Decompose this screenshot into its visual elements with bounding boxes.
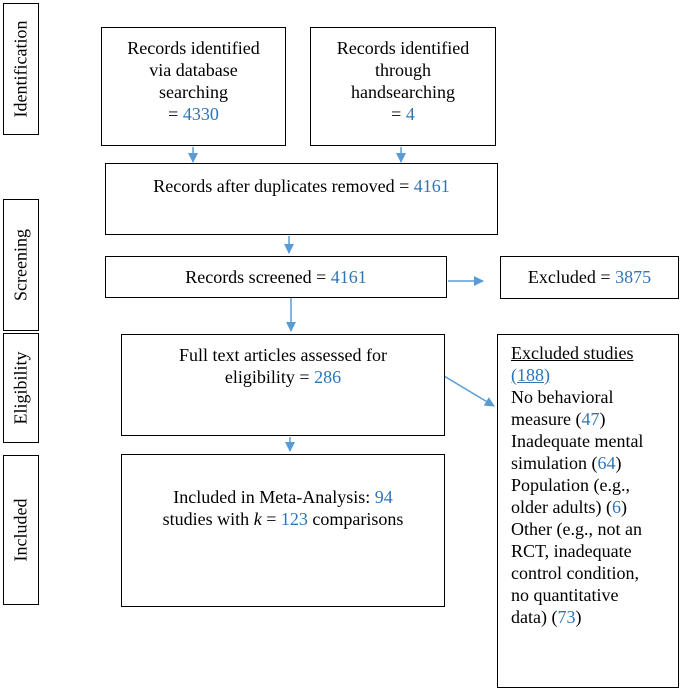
excluded-count: 3875 [615, 267, 652, 287]
exclusion-reason-line: Inadequate mental [511, 431, 644, 451]
screened-count: 4161 [330, 267, 367, 287]
exclusion-count: 64 [597, 453, 616, 473]
database-count: 4330 [182, 104, 219, 124]
stage-identification: Identification [3, 3, 39, 135]
exclusion-reason-line: measure (47) [511, 409, 606, 429]
stage-screening: Screening [3, 199, 39, 331]
database-line1: Records identified [127, 38, 260, 58]
handsearch-line2: through [375, 60, 431, 80]
box-handsearch-records: Records identified through handsearching… [310, 27, 496, 146]
fulltext-count: 286 [314, 367, 342, 387]
database-prefix: = [168, 104, 183, 124]
excluded-text: Excluded = [527, 267, 616, 287]
handsearch-prefix: = [391, 104, 406, 124]
exclusion-reason-line: no quantitative [511, 585, 619, 605]
screened-text: Records screened = [185, 267, 331, 287]
duplicates-text: Records after duplicates removed = [153, 176, 414, 196]
exclusion-reason-line: Other (e.g., not an [511, 519, 642, 539]
exclusion-reason-line: simulation (64) [511, 453, 622, 473]
fulltext-prefix: eligibility = [224, 367, 315, 387]
arrow-fulltext-to-excluded-studies [443, 375, 495, 407]
handsearch-line1: Records identified [336, 38, 470, 58]
exclusion-reason-line: No behavioral [511, 387, 614, 407]
exclusion-count: 47 [581, 409, 600, 429]
included-text: Included in Meta-Analysis: [173, 487, 375, 507]
fulltext-line2: eligibility = 286 [122, 366, 444, 388]
exclusion-count: 6 [611, 497, 621, 517]
handsearch-line3: handsearching [351, 82, 455, 102]
excluded-studies-title: Excluded studies [511, 343, 634, 363]
included-text-c: comparisons [307, 509, 404, 529]
exclusion-reason-line: Population (e.g., [511, 475, 630, 495]
excluded-studies-total: (188) [511, 365, 550, 385]
database-count-line: = 4330 [102, 103, 285, 125]
box-database-records: Records identified via database searchin… [101, 27, 286, 146]
database-line3: searching [159, 82, 228, 102]
box-records-screened: Records screened = 4161 [105, 256, 447, 298]
excluded-studies-total-line: (188) [511, 364, 678, 386]
box-fulltext-assessed: Full text articles assessed for eligibil… [121, 334, 445, 436]
exclusion-reason-line: control condition, [511, 563, 639, 583]
exclusion-reason-line: older adults) (6) [511, 497, 627, 517]
fulltext-line1: Full text articles assessed for [179, 345, 387, 365]
exclusion-count: 73 [557, 607, 576, 627]
exclusion-reason-line: data) (73) [511, 607, 582, 627]
stage-included: Included [3, 455, 39, 605]
included-studies-count: 94 [374, 487, 393, 507]
database-line2: via database [149, 60, 238, 80]
box-excluded-studies: Excluded studies (188) No behavioral mea… [497, 334, 679, 688]
handsearch-count: 4 [405, 104, 415, 124]
duplicates-count: 4161 [413, 176, 450, 196]
included-comparisons-count: 123 [280, 509, 308, 529]
box-duplicates-removed: Records after duplicates removed = 4161 [105, 163, 498, 235]
box-excluded: Excluded = 3875 [500, 256, 679, 299]
stage-eligibility: Eligibility [3, 333, 39, 443]
included-line1: Included in Meta-Analysis: 94 [122, 486, 444, 508]
included-k: k [253, 509, 262, 529]
included-text-a: studies with [162, 509, 254, 529]
included-text-b: = [261, 509, 281, 529]
included-line2: studies with k = 123 comparisons [122, 508, 444, 530]
exclusion-reason-line: RCT, inadequate [511, 541, 632, 561]
box-included-meta-analysis: Included in Meta-Analysis: 94 studies wi… [121, 454, 445, 607]
handsearch-count-line: = 4 [311, 103, 495, 125]
